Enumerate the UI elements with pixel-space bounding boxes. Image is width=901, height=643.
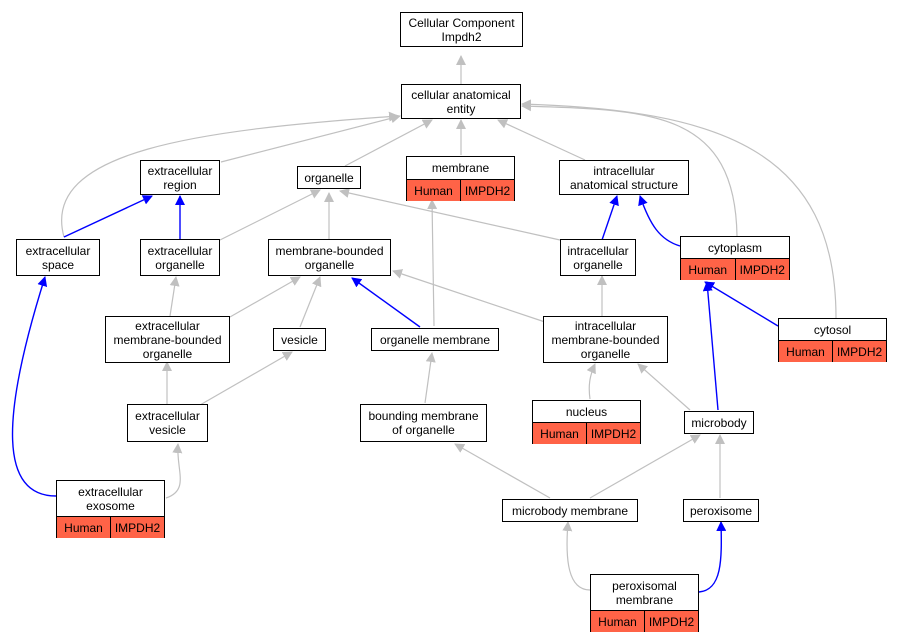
edge-bmo-organelle-membrane <box>424 352 436 404</box>
node-intracellular-membrane-bounded-organelle[interactable]: intracellular membrane-bounded organelle <box>543 316 668 363</box>
edge-cytoplasm-cae <box>521 101 738 237</box>
edge-peroxisomal-membrane-microbody-membrane <box>562 521 591 591</box>
node-extracellular-organelle[interactable]: extracellular organelle <box>140 239 220 276</box>
node-organelle[interactable]: organelle <box>297 166 361 189</box>
gene-label: IMPDH2 <box>586 423 640 444</box>
node-cellular-component[interactable]: Cellular Component Impdh2 <box>400 12 523 47</box>
annotation-row: Human IMPDH2 <box>533 422 640 444</box>
edge-exosome-extracellular-space <box>11 276 57 497</box>
edge-nucleus-imbo <box>586 363 596 400</box>
node-extracellular-space[interactable]: extracellular space <box>16 239 100 276</box>
edge-microbody-imbo <box>637 363 691 411</box>
node-microbody-membrane[interactable]: microbody membrane <box>502 499 638 522</box>
edge-cytoplasm-ias <box>638 195 681 247</box>
gene-label: IMPDH2 <box>734 259 790 280</box>
node-extracellular-region[interactable]: extracellular region <box>140 160 220 195</box>
edge-embo-extracellular-organelle <box>169 276 180 317</box>
node-cellular-anatomical-entity[interactable]: cellular anatomical entity <box>401 84 521 119</box>
annotation-row: Human IMPDH2 <box>681 258 789 280</box>
node-vesicle[interactable]: vesicle <box>273 328 326 351</box>
edge-intracellular-organelle-organelle <box>339 188 561 241</box>
gene-label: IMPDH2 <box>460 180 514 201</box>
edge-extracellular-space-cae <box>61 111 399 238</box>
edge-intracellular-organelle-ias <box>601 195 619 241</box>
gene-label: IMPDH2 <box>110 517 164 538</box>
species-label: Human <box>64 520 103 535</box>
edge-extracellular-region-cae <box>220 113 401 163</box>
node-extracellular-vesicle[interactable]: extracellular vesicle <box>127 404 208 442</box>
edge-peroxisomal-membrane-peroxisome <box>698 521 727 593</box>
edge-organelle-membrane-mbo <box>351 277 421 328</box>
species-label: Human <box>598 614 637 629</box>
node-microbody[interactable]: microbody <box>684 411 754 434</box>
node-intracellular-anatomical-structure[interactable]: intracellular anatomical structure <box>559 160 689 195</box>
edge-extracellular-vesicle-vesicle <box>199 351 293 406</box>
annotation-row: Human IMPDH2 <box>57 516 164 538</box>
node-membrane-bounded-organelle[interactable]: membrane-bounded organelle <box>268 239 391 276</box>
edge-microbody-cytoplasm <box>702 281 719 411</box>
node-organelle-membrane[interactable]: organelle membrane <box>371 328 499 351</box>
edge-microbody-membrane-microbody <box>589 434 701 499</box>
node-intracellular-organelle[interactable]: intracellular organelle <box>560 239 636 276</box>
edge-microbody-membrane-bmo <box>454 443 551 499</box>
node-peroxisome[interactable]: peroxisome <box>683 499 759 522</box>
edge-extracellular-organelle-organelle <box>219 189 321 241</box>
species-label: Human <box>786 344 825 359</box>
species-label: Human <box>688 262 728 277</box>
edge-cytosol-cae <box>521 99 837 319</box>
edge-vesicle-mbo <box>299 276 322 328</box>
species-label: Human <box>540 426 579 441</box>
edge-exosome-extracellular-vesicle <box>165 443 183 499</box>
edge-extracellular-space-extracellular-region <box>63 195 153 238</box>
edge-ias-cae <box>497 119 586 161</box>
edge-imbo-mbo <box>392 269 546 323</box>
node-bounding-membrane-of-organelle[interactable]: bounding membrane of organelle <box>360 404 487 442</box>
edge-organelle-cae <box>344 119 433 167</box>
gene-label: IMPDH2 <box>644 611 698 632</box>
species-label: Human <box>414 183 453 198</box>
annotation-row: Human IMPDH2 <box>779 340 886 362</box>
edge-embo-mbo <box>229 276 301 318</box>
edge-cytosol-cytoplasm <box>704 281 779 327</box>
annotation-row: Human IMPDH2 <box>407 179 514 201</box>
gene-label: IMPDH2 <box>832 341 886 362</box>
edge-organelle-membrane-membrane <box>427 199 438 327</box>
node-extracellular-membrane-bounded-organelle[interactable]: extracellular membrane-bounded organelle <box>105 316 230 363</box>
annotation-row: Human IMPDH2 <box>591 610 698 632</box>
